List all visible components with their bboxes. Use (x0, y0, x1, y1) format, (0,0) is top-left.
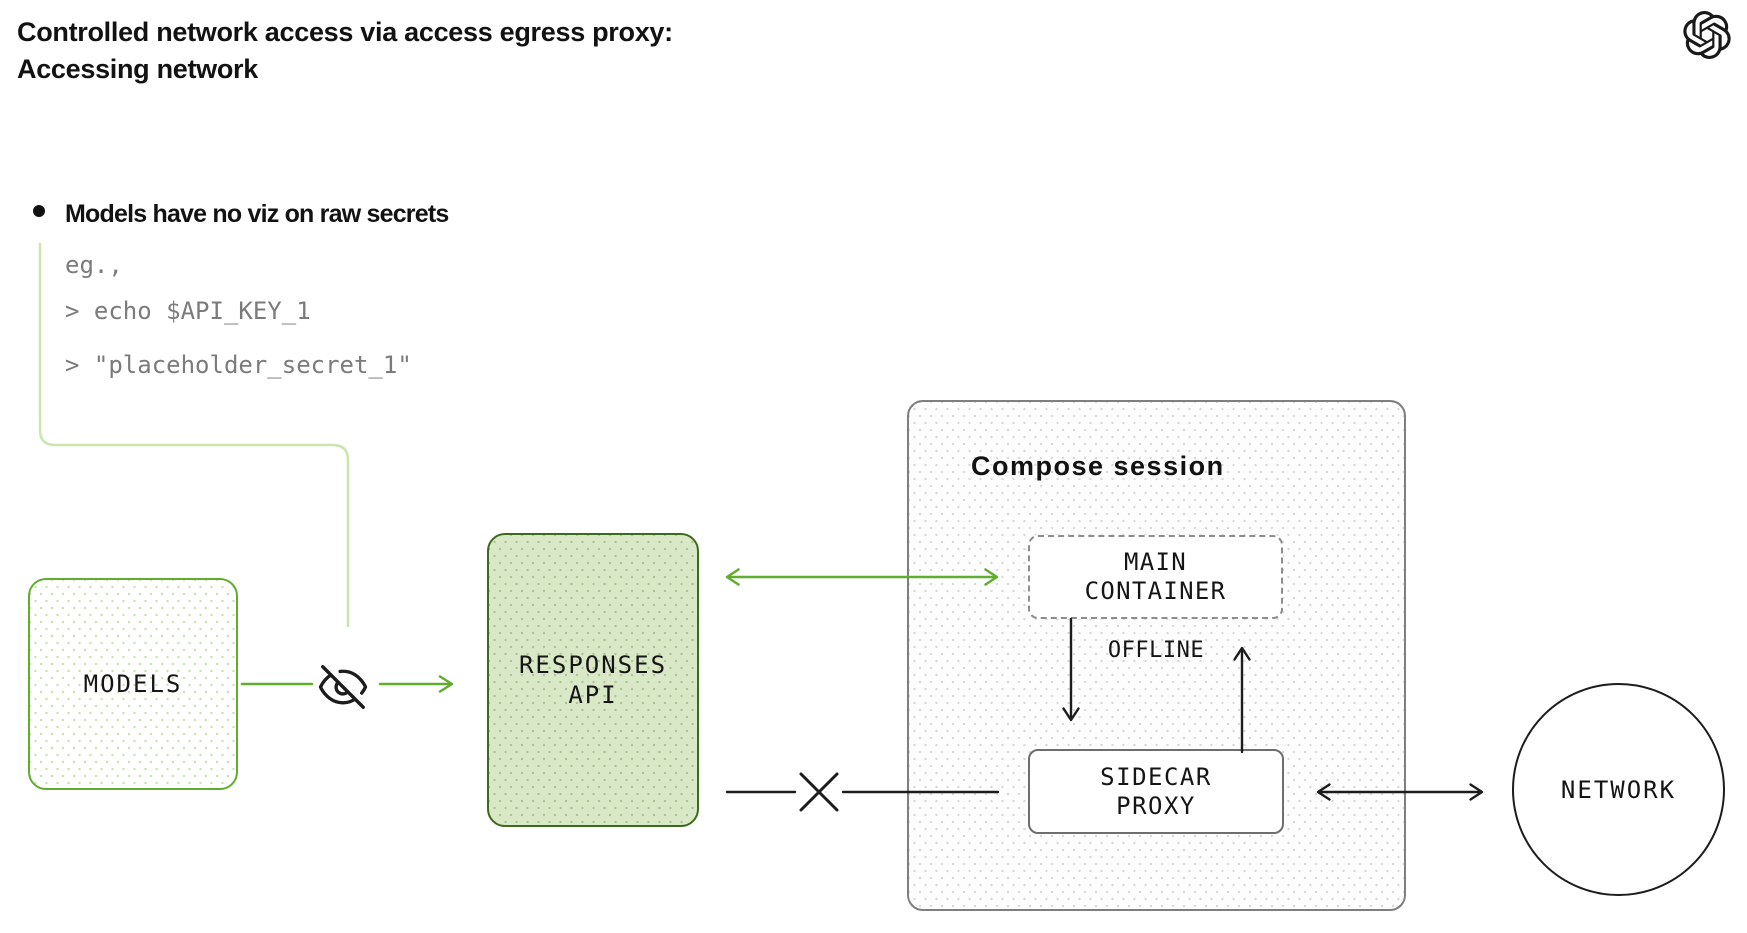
compose-session-title: Compose session (971, 451, 1225, 481)
code-line-example: eg., (65, 251, 123, 279)
blocked-x-icon (799, 772, 839, 812)
page-title-line-1: Controlled network access via access egr… (17, 17, 673, 47)
sidecar-proxy-label-line1: SIDECAR (1100, 762, 1212, 791)
models-label: MODELS (83, 670, 183, 698)
offline-label: OFFLINE (1107, 638, 1205, 663)
main-container-box: MAIN CONTAINER (1028, 535, 1283, 619)
sidecar-proxy-box: SIDECAR PROXY (1028, 749, 1284, 834)
responses-api-label-line1: RESPONSES (518, 651, 668, 679)
compose-session-box (907, 400, 1406, 911)
bullet-marker (33, 205, 45, 217)
main-container-label-line2: CONTAINER (1084, 577, 1227, 605)
code-line-command: > echo $API_KEY_1 (65, 297, 311, 325)
responses-maincontainer-arrowhead-left (725, 568, 740, 586)
network-label: NETWORK (1560, 775, 1677, 804)
bullet-text: Models have no viz on raw secrets (65, 200, 449, 228)
responses-api-label-line2: API (568, 681, 618, 709)
sidecar-proxy-label-line2: PROXY (1116, 791, 1196, 820)
sidecar-network-arrowhead-right (1469, 783, 1484, 801)
page-title: Controlled network access via access egr… (17, 14, 673, 88)
openai-logo-icon (1683, 11, 1731, 60)
page-title-line-2: Accessing network (17, 54, 258, 84)
eye-to-responses-arrowhead (438, 675, 454, 693)
eye-off-icon (318, 665, 368, 709)
code-line-output: > "placeholder_secret_1" (65, 351, 412, 379)
models-box: MODELS (28, 578, 238, 790)
main-container-label-line1: MAIN (1124, 548, 1187, 576)
network-circle: NETWORK (1512, 683, 1725, 896)
responses-api-box: RESPONSES API (487, 533, 699, 827)
